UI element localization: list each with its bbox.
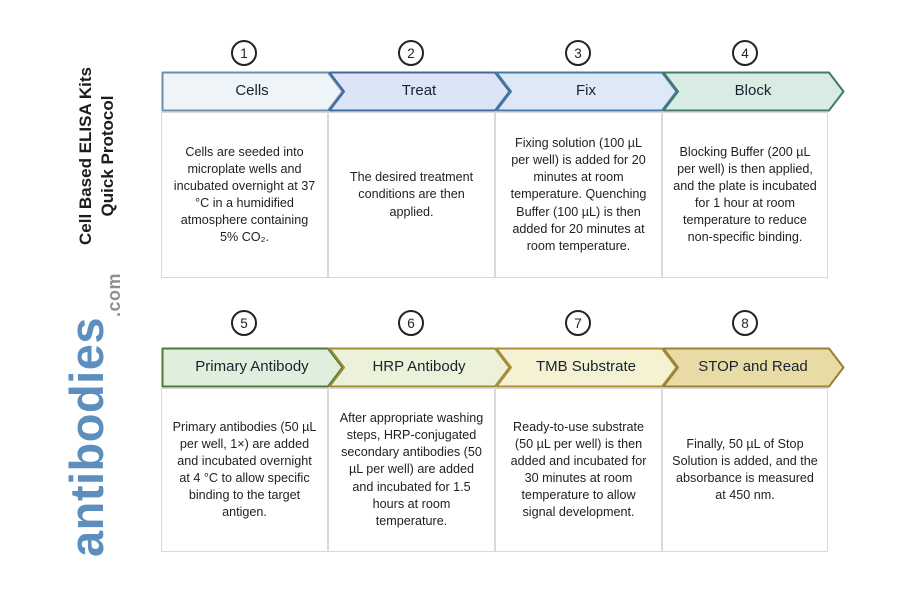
step-number-badge: 7 bbox=[565, 310, 591, 336]
page-title-line1: Cell Based ELISA Kits bbox=[75, 67, 95, 245]
step-label: Treat bbox=[401, 82, 437, 99]
step-number-badge: 5 bbox=[231, 310, 257, 336]
step-description: Primary antibodies (50 µL per well, 1×) … bbox=[172, 419, 317, 520]
step-description-box: Fixing solution (100 µL per well) is add… bbox=[495, 112, 662, 278]
step-number: 3 bbox=[574, 45, 582, 61]
step-label: Block bbox=[734, 82, 772, 99]
step-label: Cells bbox=[235, 82, 269, 99]
step-description: Finally, 50 µL of Stop Solution is added… bbox=[672, 436, 818, 503]
step-arrow bbox=[161, 71, 344, 112]
step-number: 6 bbox=[407, 315, 415, 331]
step-number: 4 bbox=[741, 45, 749, 61]
step-arrow-shape bbox=[495, 71, 678, 112]
step-number-badge: 4 bbox=[732, 40, 758, 66]
step-label: STOP and Read bbox=[698, 358, 808, 375]
step-description: The desired treatment conditions are the… bbox=[349, 170, 474, 219]
brand-logo-suffix: .com bbox=[104, 272, 124, 317]
step-arrow-shape bbox=[161, 347, 344, 388]
step-description: Cells are seeded into microplate wells a… bbox=[173, 144, 316, 245]
step-arrow-shape bbox=[662, 347, 845, 388]
step-number: 1 bbox=[240, 45, 248, 61]
step-arrow bbox=[328, 71, 511, 112]
step-description-box: The desired treatment conditions are the… bbox=[328, 112, 495, 278]
step-description-box: Ready-to-use substrate (50 µL per well) … bbox=[495, 388, 662, 552]
page-title-line2: Quick Protocol bbox=[98, 95, 117, 217]
step-number: 7 bbox=[574, 315, 582, 331]
step-number-badge: 6 bbox=[398, 310, 424, 336]
step-arrow bbox=[495, 71, 678, 112]
step-label: Primary Antibody bbox=[195, 358, 309, 375]
step-description: Fixing solution (100 µL per well) is add… bbox=[510, 136, 647, 253]
step-description: Ready-to-use substrate (50 µL per well) … bbox=[510, 419, 647, 520]
step-label: HRP Antibody bbox=[372, 358, 466, 375]
step-number-badge: 2 bbox=[398, 40, 424, 66]
step-arrow-shape bbox=[328, 347, 511, 388]
step-label: TMB Substrate bbox=[535, 358, 637, 375]
step-description-box: After appropriate washing steps, HRP-con… bbox=[328, 388, 495, 552]
step-number-badge: 1 bbox=[231, 40, 257, 66]
step-number: 2 bbox=[407, 45, 415, 61]
step-arrow-shape bbox=[662, 71, 845, 112]
step-number-badge: 8 bbox=[732, 310, 758, 336]
step-arrow bbox=[662, 347, 845, 388]
step-description-box: Cells are seeded into microplate wells a… bbox=[161, 112, 328, 278]
step-label: Fix bbox=[576, 82, 596, 99]
step-arrow-shape bbox=[495, 347, 678, 388]
step-description-box: Blocking Buffer (200 µL per well) is the… bbox=[662, 112, 828, 278]
step-description-box: Primary antibodies (50 µL per well, 1×) … bbox=[161, 388, 328, 552]
step-arrow bbox=[161, 347, 344, 388]
step-arrow bbox=[495, 347, 678, 388]
step-description: After appropriate washing steps, HRP-con… bbox=[339, 411, 484, 528]
step-arrow-shape bbox=[328, 71, 511, 112]
page-title: Cell Based ELISA Kits Quick Protocol bbox=[72, 40, 122, 272]
brand-logo-text: antibodies bbox=[60, 316, 113, 558]
step-description: Blocking Buffer (200 µL per well) is the… bbox=[673, 144, 817, 245]
step-number: 8 bbox=[741, 315, 749, 331]
brand-logo: antibodies .com bbox=[59, 272, 133, 558]
step-number-badge: 3 bbox=[565, 40, 591, 66]
step-description-box: Finally, 50 µL of Stop Solution is added… bbox=[662, 388, 828, 552]
step-arrow bbox=[662, 71, 845, 112]
step-arrow bbox=[328, 347, 511, 388]
step-arrow-shape bbox=[161, 71, 344, 112]
step-number: 5 bbox=[240, 315, 248, 331]
